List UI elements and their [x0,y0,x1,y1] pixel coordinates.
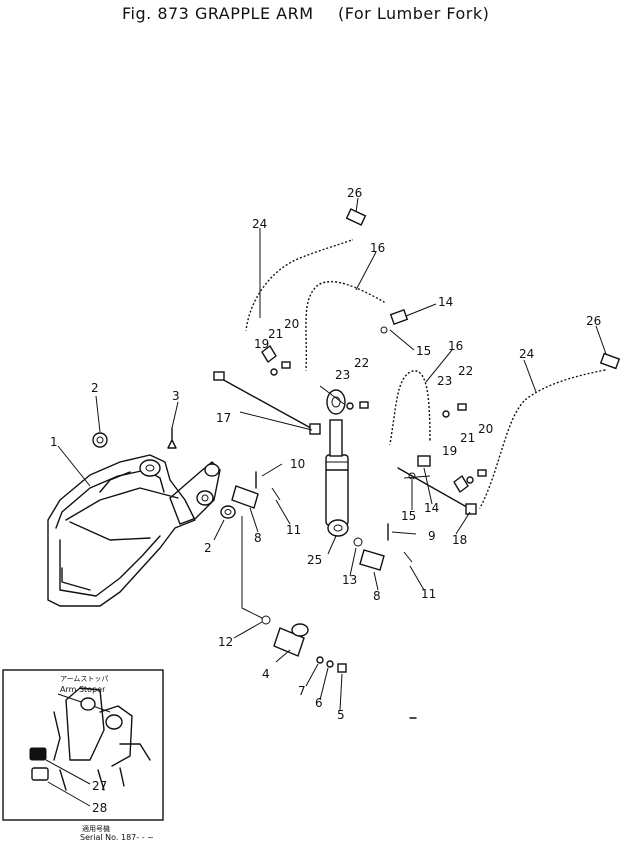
callout-18: 18 [452,533,467,547]
elbow-fitting-14-lower [417,455,431,467]
callout-17: 17 [216,411,231,425]
callout-22-left: 22 [354,356,369,370]
callout-16-lower: 16 [448,339,463,353]
pin-4 [273,623,309,657]
callout-16-upper: 16 [370,241,385,255]
hydraulic-cylinder [325,389,349,537]
o-ring-15-lower [408,472,416,480]
washer-23-left [346,402,354,410]
washer-21-right [466,476,474,484]
elbow-fitting-26-left [345,208,367,226]
figure-subtitle: (For Lumber Fork) [338,4,489,23]
callout-19-left: 19 [254,337,269,351]
hose-16-upper [304,280,385,371]
callout-28: 28 [92,801,107,815]
callout-20-left: 20 [284,317,299,331]
grease-fitting [167,427,177,449]
serial-label-jp: 適用号機 [82,824,110,833]
washer-6 [326,660,334,668]
inset-label-jp: アームストッパ [60,675,108,683]
callout-20-right: 20 [478,422,493,436]
callout-21-left: 21 [268,327,283,341]
bolt-20-right [477,469,487,477]
stopper-block-28 [31,767,49,781]
bushing-upper [92,432,108,448]
callout-14-lower: 14 [424,501,439,515]
callout-6: 6 [315,696,323,710]
cotter-pin-11-left [271,487,281,501]
callout-4: 4 [262,667,270,681]
callout-27: 27 [92,779,107,793]
pin-8-left [231,485,259,509]
callout-2-upper: 2 [91,381,99,395]
callout-23-left: 23 [335,368,350,382]
serial-label-en: Serial No. 187- - ~ [80,833,154,842]
hose-24-right [478,368,606,509]
bushing-lower [220,505,236,519]
callout-9: 9 [428,529,436,543]
bolt-22-left [359,401,369,409]
callout-14-upper: 14 [438,295,453,309]
hose-24-left [244,238,353,331]
washer-23-right [442,410,450,418]
elbow-fitting-26-right [599,352,621,370]
callout-22-right: 22 [458,364,473,378]
callout-1: 1 [50,435,58,449]
callout-19-right: 19 [442,444,457,458]
callout-26-right: 26 [586,314,601,328]
callout-26-left: 26 [347,186,362,200]
callout-15-upper: 15 [416,344,431,358]
pin-8-right [359,549,385,571]
grapple-arm-body [47,454,221,607]
callout-24-left: 24 [252,217,267,231]
washer-21-left [270,368,278,376]
callout-13: 13 [342,573,357,587]
callout-8-right: 8 [373,589,381,603]
inset-arm-stopper: アームストッパ Arm Stoper 27 28 [2,669,164,821]
inset-label-en: Arm Stoper [60,685,106,694]
callout-15-lower: 15 [401,509,416,523]
clamp-19-right [453,475,469,493]
stopper-block-27 [29,747,47,761]
cotter-pin-11-right [403,551,413,563]
callout-12: 12 [218,635,233,649]
callout-7: 7 [298,684,306,698]
callout-labels: 1 2 2 3 4 5 6 7 8 8 9 10 11 11 12 13 14 … [50,186,601,722]
callout-5: 5 [337,708,345,722]
callout-11-right: 11 [421,587,436,601]
bolt-22-right [457,403,467,411]
o-ring-12 [261,615,271,625]
elbow-fitting-14-upper [389,309,409,325]
callout-10: 10 [290,457,305,471]
o-ring-13 [353,537,363,547]
callout-8-left: 8 [254,531,262,545]
callout-3: 3 [172,389,180,403]
callout-21-right: 21 [460,431,475,445]
callout-24-right: 24 [519,347,534,361]
tube-18 [397,467,477,515]
figure-title: Fig. 873 GRAPPLE ARM [122,4,314,23]
hose-16-lower [388,369,432,445]
callout-25: 25 [307,553,322,567]
clamp-19-left [261,345,277,363]
callout-23-right: 23 [437,374,452,388]
bolt-20-left [281,361,291,369]
callout-2-lower: 2 [204,541,212,555]
leader-lines [57,197,607,711]
o-ring-15-upper [380,326,388,334]
callout-11-left: 11 [286,523,301,537]
washer-7 [316,656,324,664]
bolt-5 [337,663,347,673]
